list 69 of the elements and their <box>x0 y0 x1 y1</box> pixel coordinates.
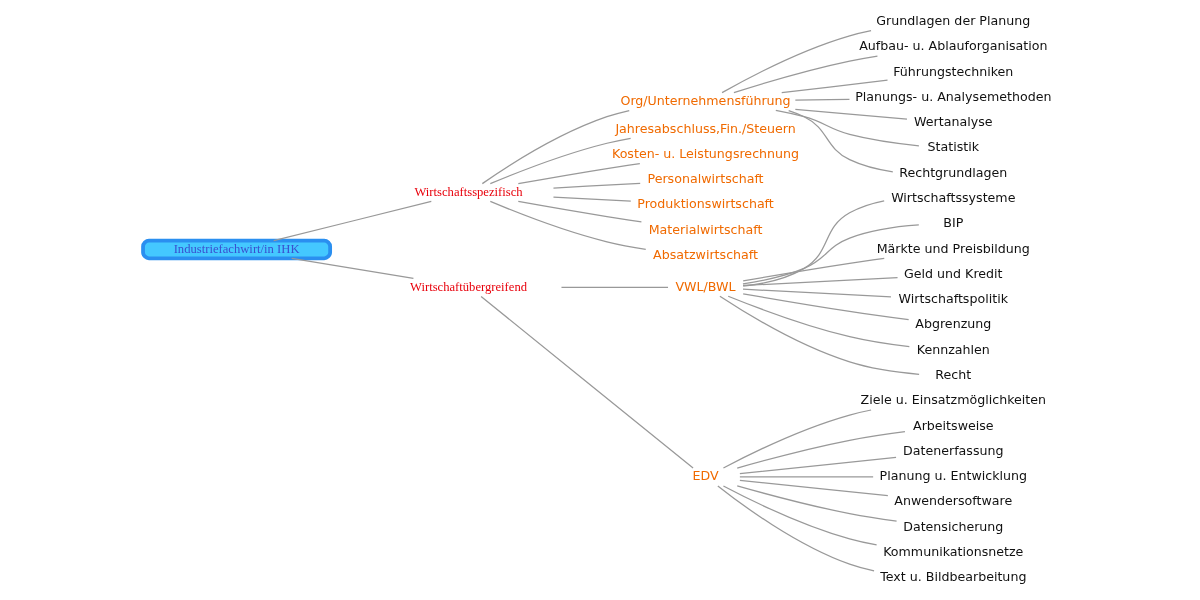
node-text: Text u. Bildbearbeitung <box>880 569 1027 585</box>
connector <box>739 479 889 497</box>
connector <box>489 137 632 185</box>
connector <box>273 200 432 242</box>
node-text: Absatzwirtschaft <box>653 246 759 262</box>
connector <box>794 108 908 120</box>
connector <box>739 476 874 478</box>
connector <box>733 55 879 94</box>
connector <box>788 109 894 173</box>
connector <box>722 409 872 469</box>
connector <box>742 293 910 321</box>
node-text: Kosten- u. Leistungsrechnung <box>611 145 800 161</box>
node-text: Statistik <box>927 139 980 155</box>
connector <box>736 485 898 522</box>
node-text: EDV <box>692 468 719 484</box>
connector <box>742 200 885 287</box>
node-text: Wirtschaftübergreifend <box>410 279 528 294</box>
node-text: Datensicherung <box>903 518 1004 534</box>
connector <box>489 200 647 250</box>
connector <box>719 295 920 375</box>
connector <box>560 286 669 288</box>
node-text: Arbeitsweise <box>913 417 994 433</box>
node-text: Rechtgrundlagen <box>899 164 1008 180</box>
node-text: Wirtschaftsspezifisch <box>414 184 523 199</box>
node-text: Grundlagen der Planung <box>876 13 1031 29</box>
connector <box>775 109 920 147</box>
node-text: Materialwirtschaft <box>648 221 763 237</box>
node-text: Kennzahlen <box>916 341 990 357</box>
node-text: Anwendersoftware <box>894 493 1013 509</box>
connector <box>739 456 897 475</box>
node-box: Industriefachwirt/in IHK <box>141 238 333 261</box>
node-text: Führungstechniken <box>893 63 1014 79</box>
node-text: Abgrenzung <box>915 316 992 332</box>
node-text: BIP <box>943 215 964 231</box>
node-text: Ziele u. Einsatzmöglichkeiten <box>860 392 1047 408</box>
connector <box>727 295 910 348</box>
node-text: Planung u. Entwicklung <box>879 468 1028 484</box>
node-text: Wertanalyse <box>914 114 993 130</box>
node-text: Aufbau- u. Ablauforganisation <box>859 38 1048 54</box>
node-text: Produktionswirtschaft <box>637 196 774 212</box>
connector <box>736 431 906 469</box>
node-text: Org/Unternehmensführung <box>620 92 791 108</box>
connector <box>742 257 885 282</box>
node-text: Märkte und Preisbildung <box>876 240 1030 256</box>
node-text: Personalwirtschaft <box>647 171 764 187</box>
node-text: Recht <box>935 367 972 382</box>
node-text: Datenerfassung <box>903 442 1004 458</box>
node-text: VWL/BWL <box>675 278 736 294</box>
connector <box>742 224 920 285</box>
node-text: Kommunikationsnetze <box>883 543 1024 559</box>
connector <box>517 162 641 185</box>
connector <box>517 200 643 223</box>
connector <box>481 109 630 185</box>
connector <box>552 196 632 202</box>
connector <box>794 98 851 101</box>
node-text: Planungs- u. Analysemethoden <box>855 88 1052 104</box>
connector <box>722 485 878 546</box>
connector <box>480 295 694 469</box>
connector <box>721 30 872 94</box>
node-text: Jahresabschluss,Fin./Steuern <box>615 120 796 136</box>
connector <box>742 276 899 287</box>
node-text: Wirtschaftspolitik <box>898 291 1008 307</box>
connector <box>717 485 875 572</box>
connector <box>742 288 892 298</box>
connector <box>781 79 889 94</box>
connector <box>291 257 415 280</box>
node-text: Geld und Kredit <box>904 265 1003 281</box>
connector <box>552 182 641 189</box>
node-text: Wirtschaftssysteme <box>891 190 1016 206</box>
